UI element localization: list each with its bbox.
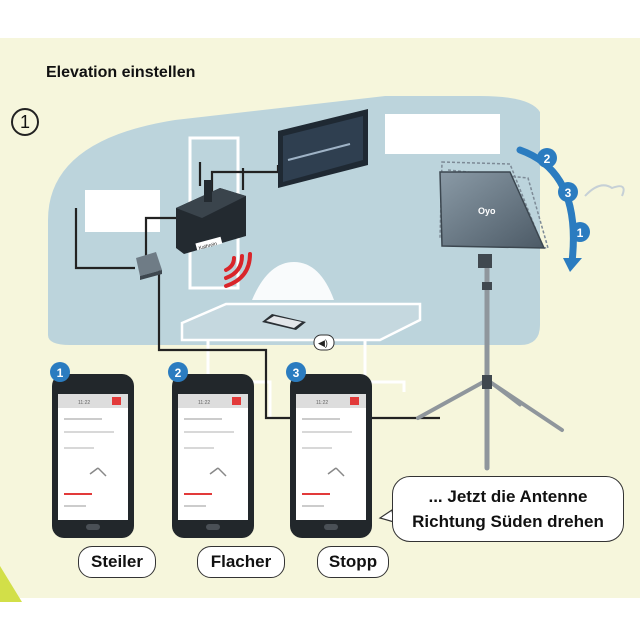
connection-box: [136, 252, 162, 280]
phone-3: 11:22 3: [286, 362, 372, 538]
svg-text:3: 3: [565, 186, 572, 200]
phone-1-label: Steiler: [78, 546, 156, 578]
wifi-signal-icon: [224, 252, 252, 288]
phone-time: 11:22: [198, 400, 210, 406]
instruction-callout: ... Jetzt die Antenne Richtung Süden dre…: [392, 476, 624, 542]
router-brand-label: Kathrein: [198, 241, 218, 252]
callout-line-2: Richtung Süden drehen: [412, 512, 604, 531]
callout-line-1: ... Jetzt die Antenne: [428, 487, 588, 506]
phone-2-label: Flacher: [197, 546, 285, 578]
svg-text:1: 1: [577, 226, 584, 240]
step-indicator: 1: [11, 108, 39, 136]
phone-step-number: 1: [57, 366, 64, 380]
phone-3-label: Stopp: [317, 546, 389, 578]
dish-step-2: 2: [537, 148, 557, 168]
dish-step-3: 3: [558, 182, 578, 202]
tripod: [416, 254, 564, 471]
receiver-box: Kathrein: [176, 180, 246, 254]
satellite-dish: Oyo: [439, 161, 550, 249]
svg-text:2: 2: [544, 152, 551, 166]
phone-time: 11:22: [316, 400, 328, 406]
phone-2: 11:22 2: [168, 362, 254, 538]
table-phone: ◀): [262, 314, 335, 351]
phone-step-number: 2: [175, 366, 182, 380]
phone-1: 11:22 1: [50, 362, 134, 538]
corner-accent: [0, 566, 22, 602]
phone-step-number: 3: [293, 366, 300, 380]
caravan: [48, 96, 540, 345]
page-title: Elevation einstellen: [46, 64, 196, 81]
dish-brand-label: Oyo: [478, 206, 496, 216]
tv-screen: [278, 109, 368, 188]
dish-step-1: 1: [570, 222, 590, 242]
phone-time: 11:22: [78, 400, 90, 406]
speaker-icon: ◀): [318, 338, 328, 348]
